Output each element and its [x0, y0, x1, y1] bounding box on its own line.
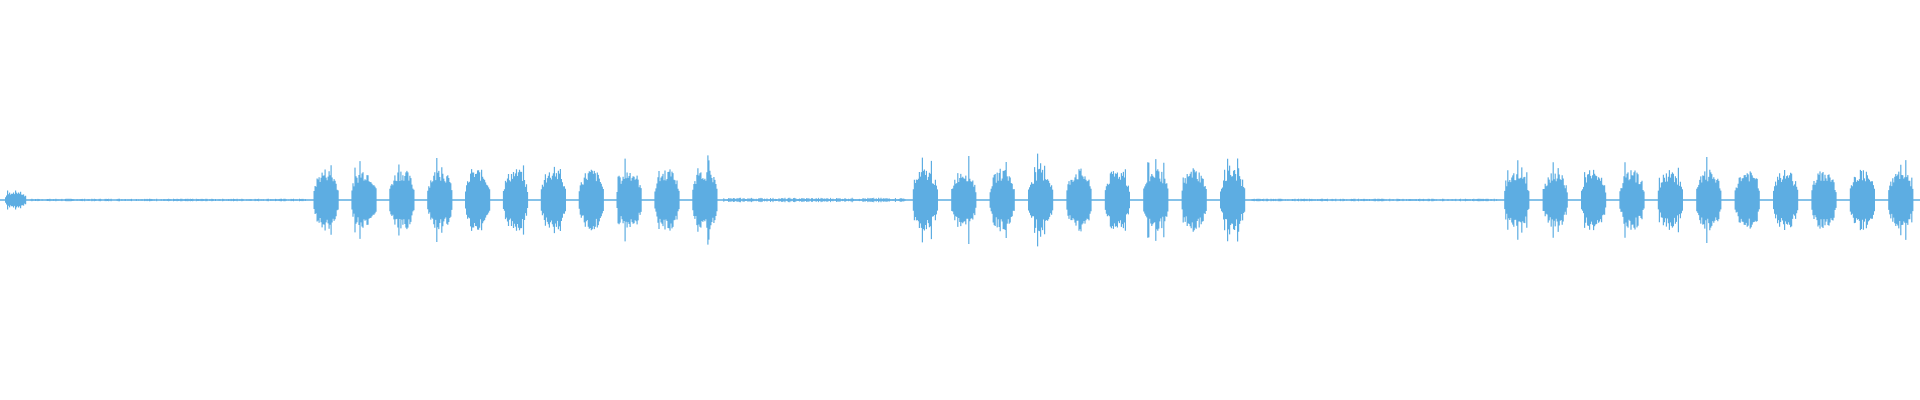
burst: [616, 158, 642, 242]
burst: [654, 169, 680, 231]
burst: [502, 165, 529, 235]
burst: [692, 155, 718, 245]
burst: [389, 164, 415, 236]
burst: [313, 165, 339, 235]
burst: [989, 162, 1015, 238]
burst: [912, 157, 938, 243]
burst: [951, 156, 977, 244]
burst: [1811, 171, 1837, 229]
burst: [1773, 170, 1799, 230]
burst: [1181, 168, 1207, 232]
quiet-segment: [30, 198, 308, 202]
burst: [1143, 159, 1169, 241]
waveform-bursts: [5, 153, 1914, 247]
burst: [1066, 168, 1092, 232]
burst: [1619, 162, 1645, 238]
burst: [1657, 167, 1683, 233]
burst: [540, 166, 566, 234]
quiet-segment: [1251, 198, 1498, 202]
burst: [5, 190, 27, 210]
burst: [1504, 160, 1530, 240]
burst: [1888, 160, 1914, 240]
burst: [1028, 153, 1054, 247]
burst: [1220, 158, 1246, 242]
burst: [1696, 157, 1722, 243]
quiet-segment: [723, 197, 906, 203]
burst: [351, 161, 377, 239]
burst: [1849, 169, 1875, 231]
burst: [1734, 171, 1760, 229]
burst: [465, 169, 491, 231]
burst: [1104, 169, 1130, 231]
burst: [427, 158, 453, 242]
burst: [1581, 169, 1607, 231]
burst: [578, 169, 604, 231]
burst: [1542, 162, 1568, 238]
